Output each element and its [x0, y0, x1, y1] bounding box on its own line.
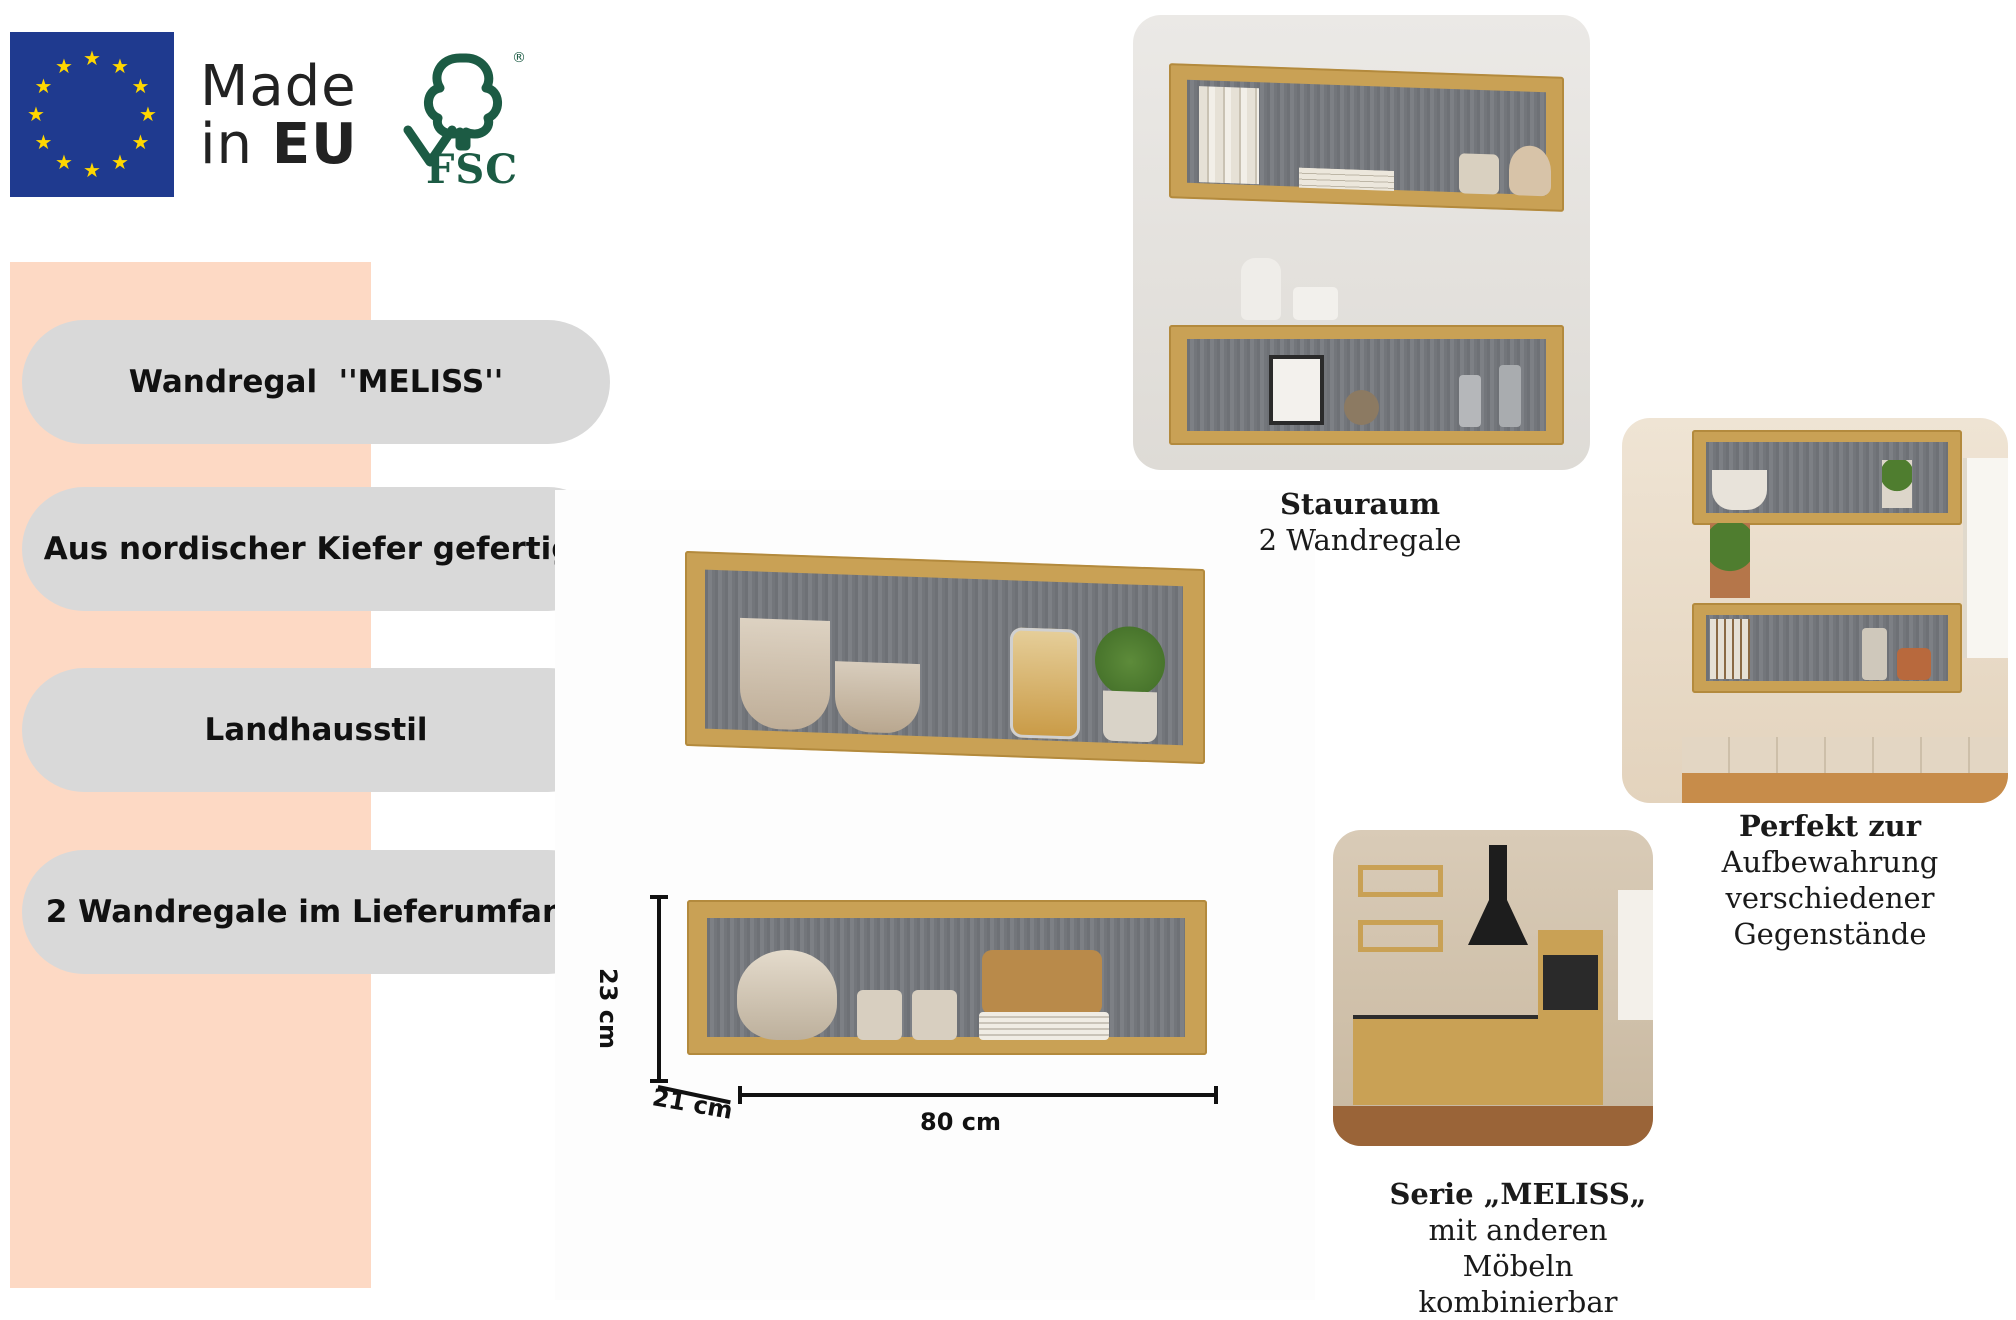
mug: [912, 990, 957, 1040]
eu-star-icon: ★: [55, 53, 73, 78]
book-stack: [1299, 167, 1394, 191]
width-dimension-line: [738, 1086, 1218, 1104]
bottle: [1499, 365, 1521, 427]
kitchen-series-photo: [1333, 830, 1653, 1146]
product-shelf-upper: [685, 550, 1205, 765]
vase: [1509, 144, 1551, 197]
product-shelf-lower: [687, 900, 1207, 1055]
fsc-tree-icon: ®: [403, 50, 526, 167]
oven: [1543, 955, 1598, 1010]
mug: [857, 990, 902, 1040]
teapot: [737, 950, 837, 1040]
base-cabinets: [1353, 1015, 1538, 1105]
kitchen-shelf-photo: [1622, 418, 2008, 803]
wall-shelf: [1358, 920, 1443, 952]
width-dimension-label: 80 cm: [920, 1108, 1001, 1136]
copper-pot: [1897, 648, 1931, 680]
plant-pot: [1103, 690, 1157, 743]
bowl-stack: [835, 661, 920, 735]
fsc-label: FSC: [426, 146, 519, 193]
herb-pot: [1882, 460, 1912, 508]
eu-star-icon: ★: [34, 74, 53, 98]
height-dimension-label: 23 cm: [594, 968, 622, 1049]
window: [1618, 890, 1653, 1020]
book-row: [1199, 86, 1259, 185]
wall-shelf: [1358, 865, 1443, 897]
made-in-line1: Made: [200, 54, 357, 119]
herb-pot: [1710, 523, 1750, 598]
bowl-stack: [1712, 470, 1767, 510]
eu-star-icon: ★: [55, 150, 73, 175]
pasta-jar: [1010, 627, 1080, 740]
series-caption: Serie „MELISS„ mit anderen Möbeln kombin…: [1389, 1177, 1647, 1319]
perfect-caption: Perfekt zur Aufbewahrung verschiedener G…: [1721, 809, 1939, 951]
made-in-line2: in EU: [200, 112, 358, 177]
plate-stack: [979, 1012, 1109, 1040]
eu-star-icon: ★: [27, 102, 45, 126]
eu-star-icon: ★: [131, 130, 150, 154]
utensil-jar: [1862, 628, 1887, 680]
range-hood: [1468, 845, 1528, 945]
bottle: [1459, 375, 1481, 427]
bowl-stack: [740, 617, 830, 731]
height-dimension-line: [650, 895, 668, 1083]
storage-photo: [1133, 15, 1590, 470]
vase: [1241, 258, 1281, 320]
backsplash: [1682, 737, 2008, 773]
eu-star-icon: ★: [83, 158, 101, 182]
feature-pill-material: Aus nordischer Kiefer gefertigt: [22, 487, 610, 611]
sculpture: [1344, 390, 1379, 425]
fsc-registered-mark: ®: [512, 50, 526, 66]
succulent: [1459, 153, 1499, 195]
feature-pill-name: Wandregal ''MELISS'': [22, 320, 610, 444]
countertop: [1682, 773, 2008, 803]
picture-frame: [1269, 355, 1324, 425]
made-in-eu-label: Made in EU: [200, 58, 358, 174]
jar: [1293, 287, 1338, 320]
eu-star-icon: ★: [83, 46, 101, 70]
eu-flag-icon: ★★★★★★★★★★★★: [10, 32, 174, 197]
book-row: [1710, 619, 1750, 679]
floor: [1333, 1106, 1653, 1146]
eu-star-icon: ★: [131, 74, 150, 98]
eu-star-icon: ★: [111, 53, 129, 78]
cutting-board: [982, 950, 1102, 1015]
feature-pill-delivery: 2 Wandregale im Lieferumfang: [22, 850, 610, 974]
storage-caption: Stauraum 2 Wandregale: [1258, 487, 1462, 557]
eu-star-icon: ★: [111, 150, 129, 175]
eu-star-icon: ★: [139, 102, 157, 126]
window: [1963, 458, 2008, 658]
eu-star-icon: ★: [34, 130, 53, 154]
feature-pill-style: Landhausstil: [22, 668, 610, 792]
